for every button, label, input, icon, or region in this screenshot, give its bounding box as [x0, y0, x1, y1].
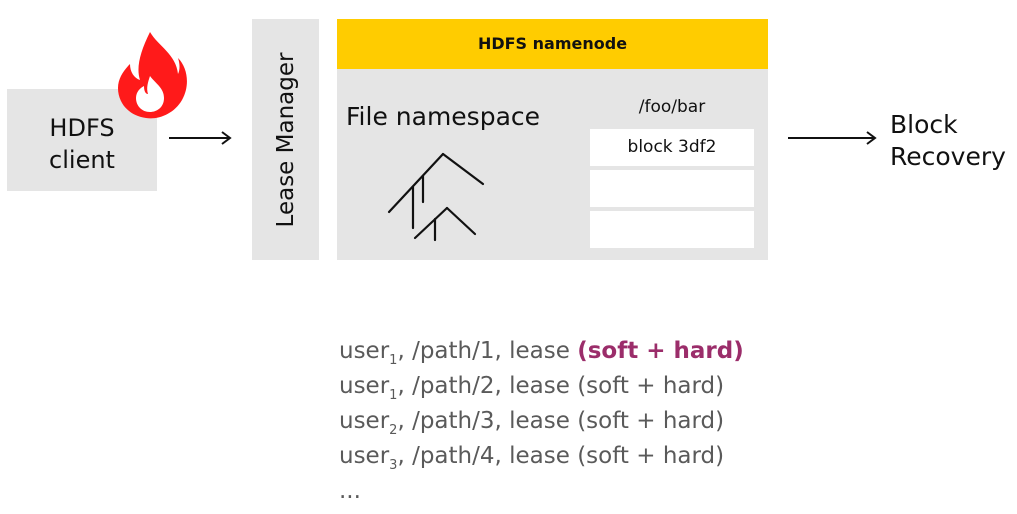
lease-path: , /path/4, lease	[397, 443, 578, 469]
lease-user-index: 1	[389, 353, 398, 368]
block-recovery-label: Block Recovery	[890, 110, 1006, 171]
hdfs-client-label: HDFS client	[49, 114, 115, 174]
arrow-client-to-lease	[169, 131, 232, 145]
lease-manager-box: Lease Manager	[252, 19, 319, 260]
tree-icon	[387, 152, 485, 242]
lease-more: ...	[339, 478, 361, 504]
path-label: /foo/bar	[638, 97, 706, 117]
block-row	[590, 211, 754, 248]
lease-path: , /path/2, lease	[397, 373, 578, 399]
lease-item: user2, /path/3, lease (soft + hard)	[339, 404, 744, 439]
lease-item: user3, /path/4, lease (soft + hard)	[339, 439, 744, 474]
namenode-box: HDFS namenode File namespace /foo/bar bl…	[337, 19, 768, 260]
lease-type: (soft + hard)	[577, 443, 725, 469]
arrow-namenode-to-recovery	[788, 131, 877, 145]
lease-path: , /path/1, lease	[397, 338, 578, 364]
lease-list: user1, /path/1, lease (soft + hard) user…	[339, 334, 744, 509]
lease-type-highlighted: (soft + hard)	[577, 338, 744, 364]
lease-path: , /path/3, lease	[397, 408, 578, 434]
lease-type: (soft + hard)	[577, 373, 725, 399]
file-namespace-label: File namespace	[346, 102, 541, 131]
fire-icon	[118, 32, 187, 119]
lease-user: user	[339, 338, 390, 364]
block-row	[590, 170, 754, 207]
lease-user-index: 3	[389, 458, 398, 473]
lease-manager-label: Lease Manager	[272, 52, 299, 227]
lease-type: (soft + hard)	[577, 408, 725, 434]
lease-user: user	[339, 408, 390, 434]
lease-user-index: 2	[389, 423, 398, 438]
lease-item: user1, /path/2, lease (soft + hard)	[339, 369, 744, 404]
lease-item: user1, /path/1, lease (soft + hard)	[339, 334, 744, 369]
lease-user: user	[339, 373, 390, 399]
namenode-title: HDFS namenode	[337, 19, 768, 69]
block-row: block 3df2	[590, 129, 754, 166]
lease-user: user	[339, 443, 390, 469]
lease-user-index: 1	[389, 388, 398, 403]
